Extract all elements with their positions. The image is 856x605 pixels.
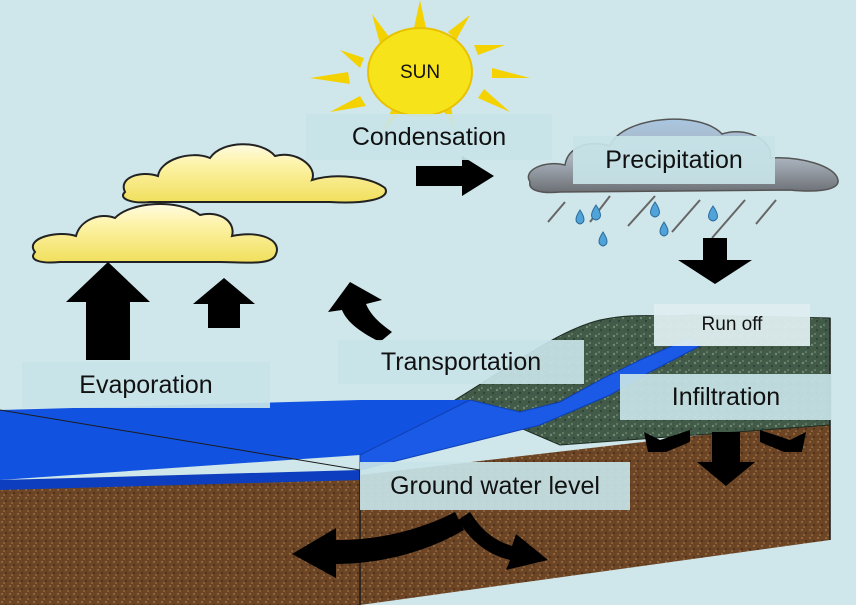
- precipitation-label: Precipitation: [573, 136, 775, 184]
- infiltration-arrow-left: [644, 430, 690, 452]
- sun-label: SUN: [399, 62, 441, 83]
- infiltration-arrow-down: [697, 432, 755, 486]
- cloud-upper: [122, 143, 387, 204]
- run-off-label: Run off: [654, 304, 810, 346]
- evaporation-arrow-right: [193, 278, 255, 328]
- evaporation-label: Evaporation: [22, 362, 270, 408]
- condensation-label: Condensation: [306, 114, 552, 160]
- cloud-lower: [31, 203, 278, 264]
- groundwater-arrow-right: [458, 512, 548, 570]
- arrows: [66, 156, 806, 578]
- ground-water-label: Ground water level: [360, 462, 630, 510]
- transportation-arrow: [328, 282, 392, 342]
- infiltration-arrow-right: [760, 430, 806, 452]
- rain-drops: [575, 201, 718, 247]
- infiltration-label: Infiltration: [620, 374, 832, 420]
- precipitation-arrow: [678, 238, 752, 284]
- condensation-arrow: [416, 156, 494, 196]
- transportation-label: Transportation: [338, 340, 584, 384]
- evaporation-arrow-left: [66, 262, 150, 360]
- groundwater-arrow-left: [292, 512, 464, 578]
